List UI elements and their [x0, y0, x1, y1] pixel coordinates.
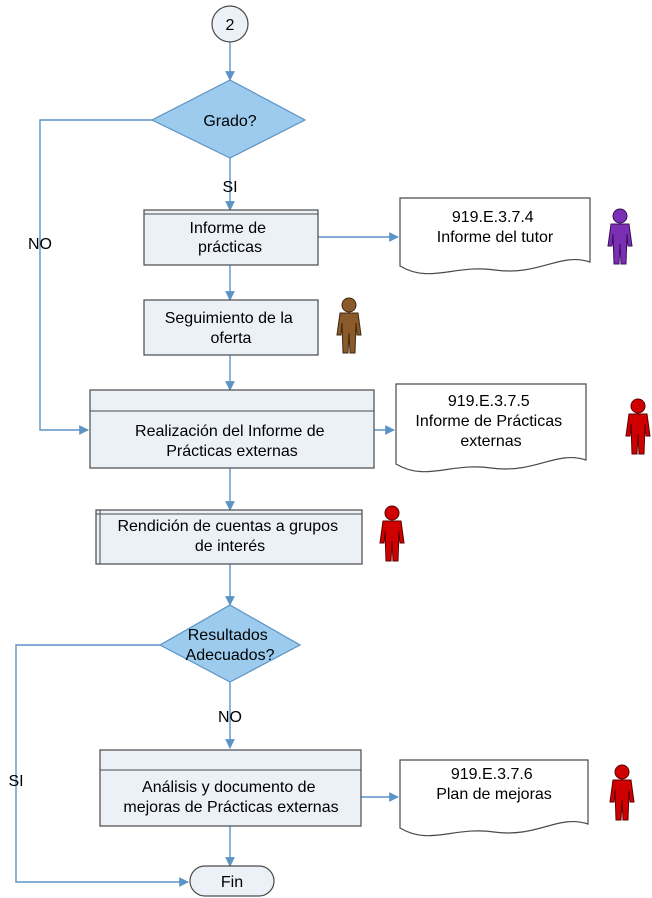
- process-rendicion: Rendición de cuentas a grupos de interés: [95, 509, 363, 565]
- doc-informe-tutor-code: 919.E.3.7.4: [452, 209, 534, 226]
- doc-informe-practicas-externas-line3: externas: [460, 433, 521, 450]
- doc-informe-practicas-externas-code: 919.E.3.7.5: [448, 393, 530, 410]
- doc-plan-mejoras-code: 919.E.3.7.6: [451, 766, 533, 783]
- label-no-1: NO: [28, 236, 52, 253]
- svg-text:Realización del Informe de: Realización del Informe de Prácticas ext…: [135, 423, 329, 460]
- label-no-2: NO: [218, 709, 242, 726]
- svg-text:Seguimiento de la oferta: Seguimiento de la oferta: [165, 310, 298, 347]
- doc-plan-mejoras: 919.E.3.7.6 Plan de mejoras: [399, 759, 589, 837]
- process-rendicion-line2: de interés: [195, 538, 265, 555]
- label-si-1: SI: [222, 179, 237, 196]
- process-informe-practicas: Informe de prácticas: [143, 209, 319, 266]
- process-realizacion-line2: Prácticas externas: [166, 443, 298, 460]
- decision-grado: Grado?: [150, 79, 307, 159]
- process-realizacion-line1: Realización del Informe de: [135, 423, 325, 440]
- process-realizacion: Realización del Informe de Prácticas ext…: [89, 389, 375, 469]
- decision-resultados: Resultados Adecuados?: [158, 604, 302, 683]
- doc-plan-mejoras-title: Plan de mejoras: [436, 786, 552, 803]
- process-analisis: Análisis y documento de mejoras de Práct…: [99, 749, 362, 827]
- svg-text:Resultados Adecuados?: Resultados Adecuados?: [186, 627, 275, 664]
- svg-text:919.E.3.7.5 Informe de P: 919.E.3.7.5 Informe de Prácticas externa…: [415, 393, 566, 450]
- svg-text:919.E.3.7.6 Plan de mejo: 919.E.3.7.6 Plan de mejoras: [436, 766, 552, 803]
- process-informe-practicas-line1: Informe de: [190, 220, 267, 237]
- actor-red-icon-3: [609, 764, 635, 821]
- doc-informe-practicas-externas: 919.E.3.7.5 Informe de Prácticas externa…: [395, 383, 587, 473]
- svg-text:919.E.3.7.4 Informe del: 919.E.3.7.4 Informe del tutor: [437, 209, 554, 246]
- actor-brown-icon: [336, 297, 362, 354]
- actor-red-icon-1: [625, 398, 651, 455]
- flow-resultados-si: [15, 644, 189, 887]
- doc-informe-tutor: 919.E.3.7.4 Informe del tutor: [399, 197, 591, 275]
- svg-text:Informe de prácticas: Informe de prácticas: [190, 220, 271, 256]
- flow-lines: [15, 42, 399, 887]
- process-rendicion-line1: Rendición de cuentas a grupos: [117, 518, 338, 535]
- start-connector: 2: [211, 5, 249, 43]
- start-connector-label: 2: [226, 17, 235, 34]
- terminal-fin: Fin: [189, 865, 275, 897]
- svg-text:Rendición de cuentas a grupos: Rendición de cuentas a grupos de interés: [117, 518, 342, 555]
- process-seguimiento-line1: Seguimiento de la: [165, 310, 293, 327]
- process-seguimiento: Seguimiento de la oferta: [143, 299, 319, 356]
- label-si-2: SI: [8, 773, 23, 790]
- process-informe-practicas-line2: prácticas: [198, 239, 262, 256]
- decision-resultados-line1: Resultados: [188, 627, 268, 644]
- actor-red-icon-2: [379, 505, 405, 562]
- process-analisis-line1: Análisis y documento de: [142, 779, 316, 796]
- process-seguimiento-line2: oferta: [211, 330, 252, 347]
- decision-resultados-line2: Adecuados?: [186, 647, 275, 664]
- terminal-fin-label: Fin: [221, 874, 243, 891]
- decision-grado-label: Grado?: [203, 113, 256, 130]
- svg-text:Análisis y documento de: Análisis y documento de mejoras de Práct…: [123, 779, 338, 816]
- actor-purple-icon: [607, 208, 633, 265]
- flow-grado-no: [39, 119, 152, 435]
- process-analisis-line2: mejoras de Prácticas externas: [123, 799, 338, 816]
- doc-informe-tutor-title: Informe del tutor: [437, 229, 554, 246]
- doc-informe-practicas-externas-line2: Informe de Prácticas: [415, 413, 562, 430]
